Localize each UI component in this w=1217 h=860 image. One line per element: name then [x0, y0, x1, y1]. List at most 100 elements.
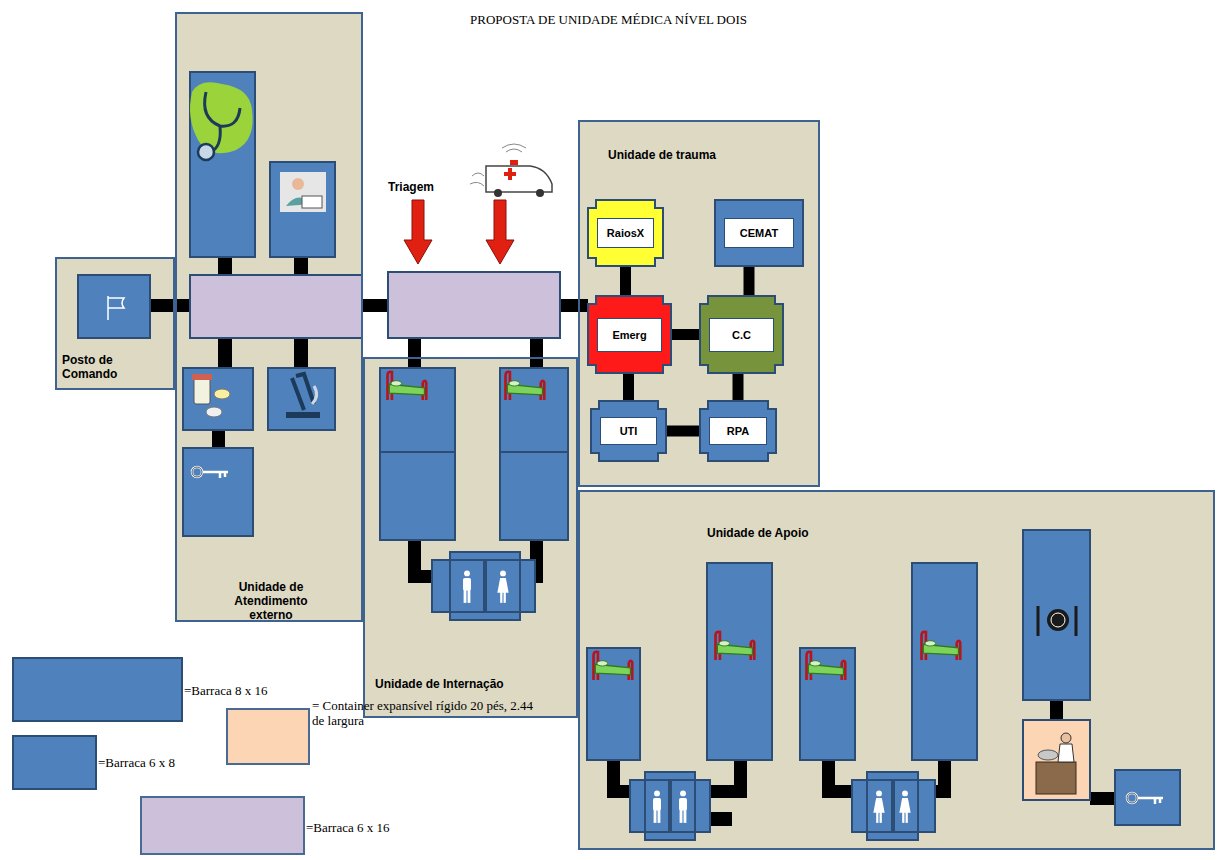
region-grounds — [55, 12, 1215, 850]
room-label: CEMAT — [740, 227, 778, 239]
region-grounds-part — [578, 120, 820, 487]
corridor-tents-part — [388, 272, 560, 338]
tents-part — [587, 648, 640, 760]
tent-connectors-part — [607, 760, 630, 798]
room-label: RPA — [727, 425, 749, 437]
room-label-box: C.C — [709, 318, 774, 352]
legend-swatch — [12, 735, 97, 790]
tents-part — [432, 552, 535, 620]
region-label-wrap: Unidade de Atendimento externo — [217, 580, 325, 622]
tent-connector — [620, 267, 631, 295]
room-shape — [588, 296, 671, 373]
ambulance-icon-part — [508, 168, 512, 180]
dining-icon — [1038, 606, 1076, 636]
bed-icons-part — [506, 372, 545, 400]
doctor-icon-part — [302, 196, 322, 208]
doctor-icon — [280, 172, 326, 212]
tents-part — [183, 448, 253, 536]
legend-swatch — [140, 796, 305, 855]
region-grounds-part — [578, 490, 1215, 850]
entry-arrows — [404, 200, 514, 264]
microscope-icon-part — [286, 412, 320, 418]
tents-part — [671, 780, 695, 832]
unit-region: Unidade de Internação — [363, 357, 578, 718]
kitchen-container-part — [1061, 733, 1071, 743]
tent-connectors-part — [710, 812, 732, 826]
room-tent: Emerg — [587, 295, 672, 374]
stethoscope-icon-part — [198, 144, 214, 160]
room-tent: CEMAT — [714, 199, 804, 267]
toilet-icons-part — [873, 790, 884, 822]
tents-part — [380, 368, 455, 540]
key-icon — [192, 467, 228, 478]
tent-connector — [672, 329, 699, 340]
ambulance-icon-part — [510, 160, 518, 165]
unit-region: Unidade de Apoio — [578, 490, 1215, 850]
legend-text-wrap: =Barraca 6 x 8 — [98, 755, 175, 770]
tents-part — [268, 368, 335, 430]
room-tent: RPA — [699, 400, 777, 462]
label-wrap: Triagem — [388, 180, 434, 194]
tent-connectors-part — [218, 257, 232, 275]
tent-connectors-part — [710, 760, 747, 798]
ambulance-icon-part — [536, 189, 544, 197]
kitchen-container-part — [1036, 762, 1076, 794]
tent-connectors-part — [822, 760, 852, 798]
entry-arrows-part — [404, 200, 432, 264]
tent-connectors-part — [530, 338, 543, 368]
tents-part — [190, 72, 255, 257]
tent-connectors-part — [294, 338, 308, 368]
tents-part — [912, 563, 977, 760]
bed-icons-part — [716, 632, 755, 660]
region-label: Posto de Comando — [62, 353, 134, 381]
tent-connectors-part — [935, 760, 951, 798]
tent-connectors-part — [560, 299, 588, 312]
region-label-wrap: Unidade de Internação — [375, 677, 504, 691]
tents-part — [707, 563, 772, 760]
region-grounds-part — [175, 12, 363, 622]
ambulance-icon-part — [502, 144, 526, 152]
kitchen-container — [1023, 720, 1090, 800]
tents-part — [78, 275, 150, 338]
room-shape — [591, 401, 666, 461]
dining-icon-part — [1051, 613, 1065, 627]
ambulance-icon-part — [486, 166, 552, 192]
doctor-icon-part — [280, 172, 326, 212]
room-label-box: CEMAT — [724, 218, 794, 248]
tents-part — [270, 162, 335, 257]
tent-connectors-part — [408, 338, 421, 368]
region-grounds-part — [363, 357, 578, 718]
tent-connectors-part — [150, 299, 190, 312]
tent-connectors — [150, 257, 1115, 826]
tents-part — [450, 560, 484, 612]
unit-region: Posto de Comando — [55, 257, 175, 390]
flag-icon — [108, 296, 124, 320]
bed-icons-part — [807, 652, 846, 680]
pharmacy-icon-part — [192, 374, 212, 380]
room-label: C.C — [732, 329, 751, 341]
dining-icon-part — [1047, 609, 1069, 631]
bed-icons-part — [594, 652, 633, 680]
toilet-icons-part — [463, 570, 471, 602]
kitchen-container-part — [1058, 744, 1074, 762]
tents-part — [183, 368, 253, 430]
key-icon — [1127, 793, 1163, 804]
unit-region: Unidade de Atendimento externo — [175, 12, 363, 622]
room-tent: RaiosX — [587, 199, 664, 267]
tents-part — [630, 772, 710, 840]
legend-swatch — [226, 708, 310, 765]
tents — [78, 72, 1180, 840]
legend-swatch — [12, 657, 183, 722]
room-label: RaiosX — [607, 227, 644, 239]
room-shape — [700, 296, 783, 373]
room-label-box: UTI — [600, 417, 657, 445]
dining-icon-part — [1038, 606, 1076, 636]
tent-connectors-part — [218, 338, 232, 368]
stethoscope-icon-part — [190, 82, 253, 153]
room-tent: UTI — [590, 400, 667, 462]
microscope-icon-part — [312, 386, 317, 404]
region-label-wrap: Unidade de trauma — [608, 148, 716, 162]
bed-icons-part — [922, 632, 961, 660]
